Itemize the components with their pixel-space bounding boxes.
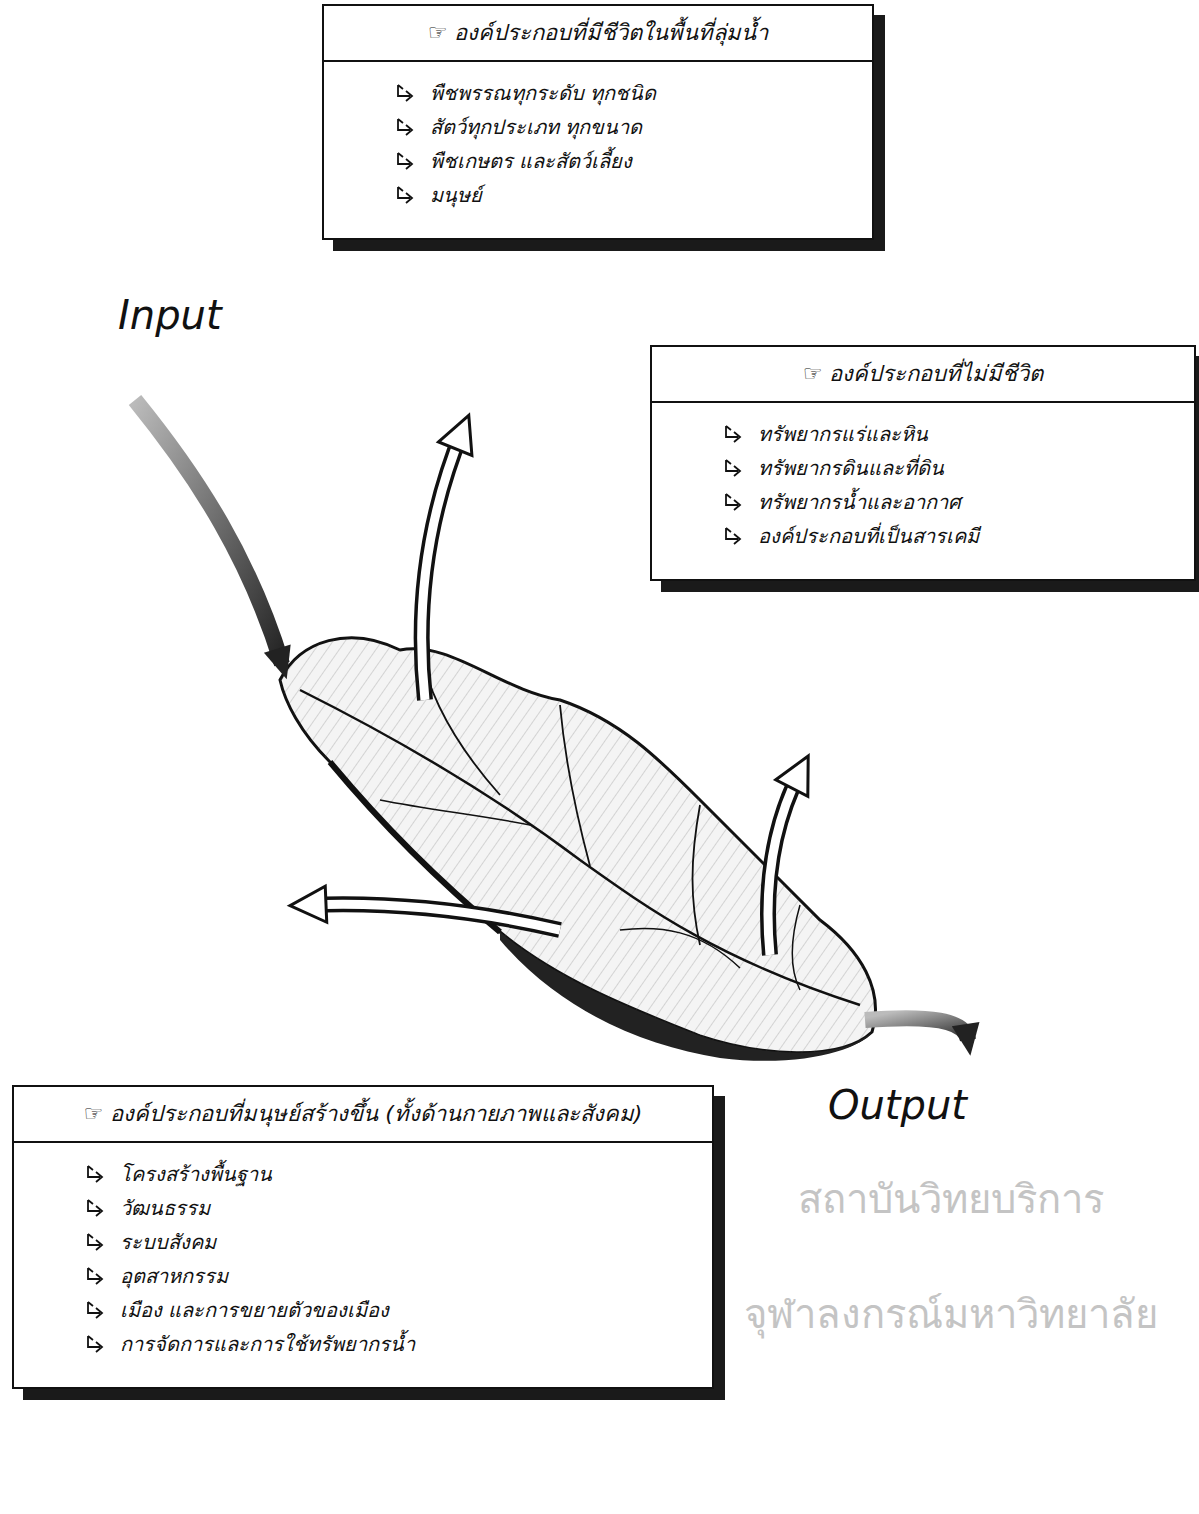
input-label: Input: [118, 292, 222, 338]
list-item: ระบบสังคม: [84, 1229, 692, 1255]
list-item: สัตว์ทุกประเภท ทุกขนาด: [394, 114, 852, 140]
item-text: การจัดการและการใช้ทรัพยากรน้ำ: [120, 1331, 415, 1357]
list-item: พืชเกษตร และสัตว์เลี้ยง: [394, 148, 852, 174]
list-item: วัฒนธรรม: [84, 1195, 692, 1221]
bullet-arrow: [394, 117, 418, 137]
watermark-text: สถาบันวิทยบริการ: [716, 1175, 1186, 1223]
box-heading: ☞ องค์ประกอบที่มนุษย์สร้างขึ้น (ทั้งด้าน…: [14, 1087, 712, 1143]
list-item: การจัดการและการใช้ทรัพยากรน้ำ: [84, 1331, 692, 1357]
item-text: ระบบสังคม: [120, 1229, 216, 1255]
bullet-arrow: [84, 1232, 108, 1252]
box-heading: ☞ องค์ประกอบที่ไม่มีชีวิต: [652, 347, 1194, 403]
list-item: เมือง และการขยายตัวของเมือง: [84, 1297, 692, 1323]
bullet-arrow: [84, 1198, 108, 1218]
component-box: ☞ องค์ประกอบที่ไม่มีชีวิตทรัพยากรแร่และห…: [650, 345, 1196, 581]
bullet-arrow: [84, 1300, 108, 1320]
item-text: โครงสร้างพื้นฐาน: [120, 1161, 272, 1187]
item-text: มนุษย์: [430, 182, 482, 208]
item-list: โครงสร้างพื้นฐานวัฒนธรรมระบบสังคมอุตสาหก…: [14, 1143, 712, 1387]
bullet-arrow: [394, 151, 418, 171]
list-item: อุตสาหกรรม: [84, 1263, 692, 1289]
list-item: มนุษย์: [394, 182, 852, 208]
item-text: เมือง และการขยายตัวของเมือง: [120, 1297, 389, 1323]
bullet-arrow: [394, 185, 418, 205]
list-item: องค์ประกอบที่เป็นสารเคมี: [722, 523, 1174, 549]
item-list: ทรัพยากรแร่และหินทรัพยากรดินและที่ดินทรั…: [652, 403, 1194, 579]
list-item: โครงสร้างพื้นฐาน: [84, 1161, 692, 1187]
item-text: องค์ประกอบที่เป็นสารเคมี: [758, 523, 979, 549]
item-text: วัฒนธรรม: [120, 1195, 210, 1221]
bullet-arrow: [722, 458, 746, 478]
item-list: พืชพรรณทุกระดับ ทุกชนิดสัตว์ทุกประเภท ทุ…: [324, 62, 872, 238]
bullet-arrow: [722, 492, 746, 512]
component-box: ☞ องค์ประกอบที่มีชีวิตในพื้นที่ลุ่มน้ำพื…: [322, 4, 874, 240]
watermark-text: จุฬาลงกรณ์มหาวิทยาลัย: [716, 1290, 1186, 1338]
bullet-arrow: [722, 526, 746, 546]
bullet-arrow: [722, 424, 746, 444]
output-label: Output: [828, 1082, 967, 1128]
bullet-arrow: [84, 1266, 108, 1286]
component-box: ☞ องค์ประกอบที่มนุษย์สร้างขึ้น (ทั้งด้าน…: [12, 1085, 714, 1389]
box-heading: ☞ องค์ประกอบที่มีชีวิตในพื้นที่ลุ่มน้ำ: [324, 6, 872, 62]
item-text: สัตว์ทุกประเภท ทุกขนาด: [430, 114, 642, 140]
list-item: ทรัพยากรดินและที่ดิน: [722, 455, 1174, 481]
item-text: ทรัพยากรดินและที่ดิน: [758, 455, 944, 481]
item-text: ทรัพยากรแร่และหิน: [758, 421, 928, 447]
list-item: ทรัพยากรแร่และหิน: [722, 421, 1174, 447]
item-text: ทรัพยากรน้ำและอากาศ: [758, 489, 961, 515]
item-text: พืชพรรณทุกระดับ ทุกชนิด: [430, 80, 656, 106]
list-item: พืชพรรณทุกระดับ ทุกชนิด: [394, 80, 852, 106]
item-text: อุตสาหกรรม: [120, 1263, 228, 1289]
item-text: พืชเกษตร และสัตว์เลี้ยง: [430, 148, 632, 174]
bullet-arrow: [84, 1164, 108, 1184]
list-item: ทรัพยากรน้ำและอากาศ: [722, 489, 1174, 515]
bullet-arrow: [394, 83, 418, 103]
bullet-arrow: [84, 1334, 108, 1354]
